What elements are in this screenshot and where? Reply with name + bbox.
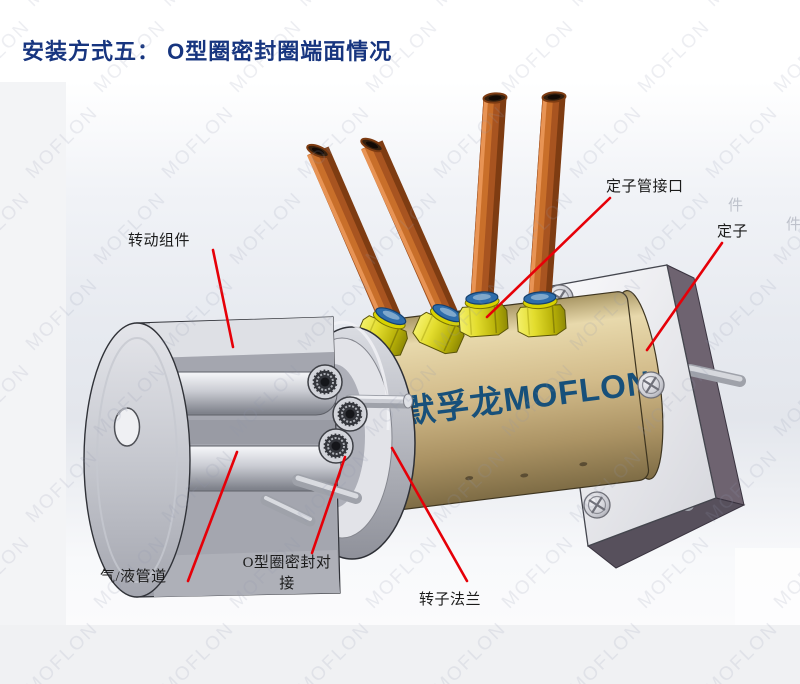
ghost-char-1: 件 xyxy=(728,198,744,214)
bottom-margin-strip xyxy=(0,625,800,684)
callout-rotating-assembly: 转动组件 xyxy=(128,233,191,249)
page-title: 安装方式五： O型圈密封圈端面情况 xyxy=(22,39,393,64)
copper-tubes xyxy=(306,91,567,323)
flange-screw-right xyxy=(636,370,666,400)
copper-tube-3 xyxy=(470,92,508,299)
copper-tube-1 xyxy=(306,143,401,323)
render-background-corner xyxy=(735,548,800,625)
leader-gas-liquid-pipeline xyxy=(186,450,239,583)
leader-oring-seal xyxy=(310,455,347,555)
callout-oring-seal-line1: O型圈密封对 xyxy=(242,555,332,571)
leader-rotor-flange xyxy=(390,446,469,583)
left-margin-strip xyxy=(0,82,66,684)
end-cap xyxy=(83,322,191,598)
leader-lines xyxy=(186,196,724,583)
flange-screw-bottom-left xyxy=(582,490,612,520)
callout-oring-seal-line2: 接 xyxy=(279,576,295,592)
copper-tube-2 xyxy=(360,137,458,320)
callout-stator-tube-port: 定子管接口 xyxy=(606,179,684,195)
callout-oring-seal: O型圈密封对 接 xyxy=(238,553,336,595)
callout-gas-liquid-pipeline: 气/液管道 xyxy=(100,569,167,585)
rotating-assembly xyxy=(83,316,416,598)
ghost-char-2: 件 xyxy=(786,217,800,233)
leader-rotating-assembly xyxy=(211,248,235,349)
callout-stator: 定子 xyxy=(717,224,749,240)
leader-stator xyxy=(645,241,724,352)
callout-rotor-flange: 转子法兰 xyxy=(419,592,482,608)
leader-stator-tube-port xyxy=(485,196,612,319)
header-band xyxy=(0,0,800,82)
